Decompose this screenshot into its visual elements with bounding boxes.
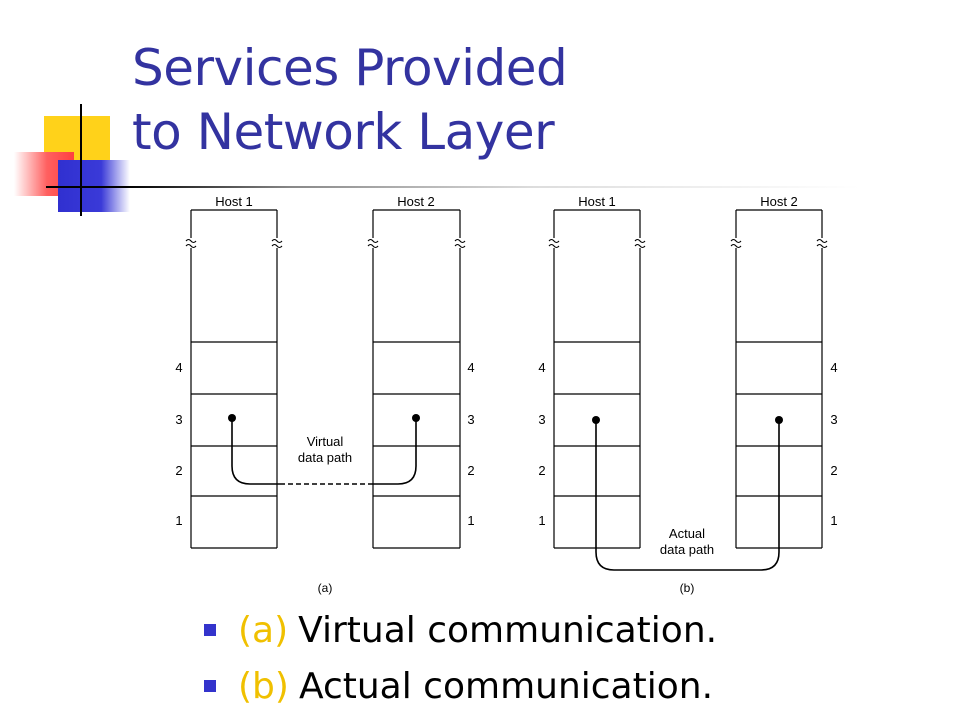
page-title: Services Provided to Network Layer	[132, 36, 568, 164]
panel-b-right-layer-4: 4	[830, 360, 837, 375]
bullet-list: (a) Virtual communication. (b) Actual co…	[204, 602, 717, 714]
decor-horizontal-line	[46, 186, 860, 188]
bullet-tag: (b)	[238, 665, 289, 707]
break-marks	[185, 238, 828, 249]
panel-a-left-layer-2: 2	[175, 463, 182, 478]
panel-b-right-layer-1: 1	[830, 513, 837, 528]
panel-b-host2-dot	[775, 416, 783, 424]
bullet-tag: (a)	[238, 609, 289, 651]
title-line-1: Services Provided	[132, 39, 568, 97]
panel-b-host1-stack	[553, 209, 641, 549]
title-line-2: to Network Layer	[132, 103, 555, 161]
panel-a-right-layer-4: 4	[467, 360, 474, 375]
panel-a-right-layer-3: 3	[467, 412, 474, 427]
virtual-data-path-left	[231, 418, 280, 485]
panel-b-host1-label: Host 1	[578, 194, 616, 209]
panel-a-host1-dot	[228, 414, 236, 422]
panel-b-host2-stack	[735, 209, 823, 549]
panel-a-left-layer-3: 3	[175, 412, 182, 427]
bullet-item-b: (b) Actual communication.	[204, 658, 717, 714]
decor-vertical-line	[80, 104, 82, 216]
virtual-path-label-line2: data path	[298, 450, 352, 465]
panel-b-left-layer-3: 3	[538, 412, 545, 427]
panel-a-host1-stack	[190, 209, 278, 549]
panel-a-host2-label: Host 2	[397, 194, 435, 209]
panel-b-host2-label: Host 2	[760, 194, 798, 209]
panel-a-left-layer-1: 1	[175, 513, 182, 528]
actual-data-path	[595, 420, 780, 571]
actual-path-label-line2: data path	[660, 542, 714, 557]
virtual-path-label-line1: Virtual	[307, 434, 344, 449]
panel-b-left-layer-2: 2	[538, 463, 545, 478]
panel-b-caption: (b)	[680, 581, 695, 595]
panel-b-right-layer-3: 3	[830, 412, 837, 427]
panel-a-host1-label: Host 1	[215, 194, 253, 209]
panel-a-host2-stack	[372, 209, 461, 549]
panel-b-left-layer-4: 4	[538, 360, 545, 375]
bullet-square-icon	[204, 624, 216, 636]
panel-a-caption: (a)	[318, 581, 333, 595]
panel-b-left-layer-1: 1	[538, 513, 545, 528]
actual-path-label-line1: Actual	[669, 526, 705, 541]
panel-b-host1-dot	[592, 416, 600, 424]
bullet-text: Virtual communication.	[298, 609, 718, 651]
virtual-data-path-right	[373, 418, 417, 485]
panel-b-right-layer-2: 2	[830, 463, 837, 478]
bullet-square-icon	[204, 680, 216, 692]
bullet-text: Actual communication.	[298, 665, 714, 707]
bullet-item-a: (a) Virtual communication.	[204, 602, 717, 658]
panel-a-right-layer-1: 1	[467, 513, 474, 528]
panel-a-host2-dot	[412, 414, 420, 422]
panel-a-right-layer-2: 2	[467, 463, 474, 478]
panel-a-left-layer-4: 4	[175, 360, 182, 375]
